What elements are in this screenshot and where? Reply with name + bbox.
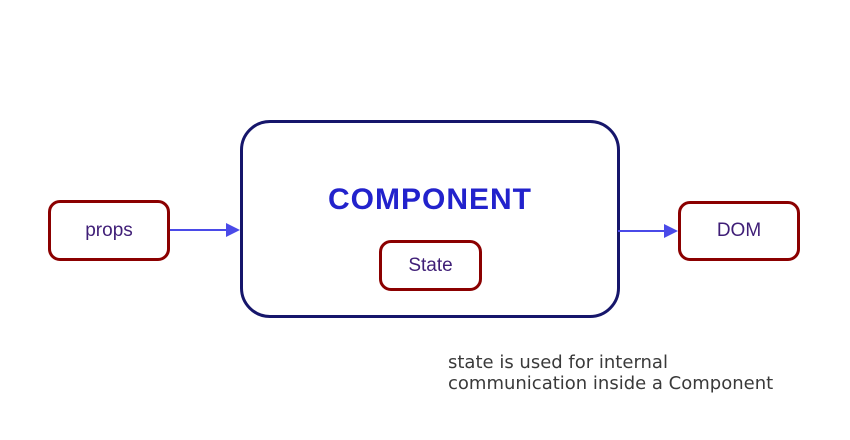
dom-box: DOM bbox=[678, 201, 800, 261]
arrow-props-to-component-icon bbox=[170, 223, 240, 237]
caption-line-1: state is used for internal bbox=[448, 352, 668, 373]
arrow-component-to-dom-icon bbox=[618, 224, 678, 238]
dom-box-label: DOM bbox=[716, 220, 762, 241]
state-box-label: State bbox=[408, 254, 453, 276]
props-box: props bbox=[48, 200, 170, 261]
caption-line-2: communication inside a Component bbox=[448, 373, 774, 394]
state-box: State bbox=[379, 240, 482, 291]
component-box-label: COMPONENT bbox=[328, 183, 532, 216]
props-box-label: props bbox=[85, 219, 133, 241]
caption: state is used for internal communication… bbox=[448, 352, 773, 394]
